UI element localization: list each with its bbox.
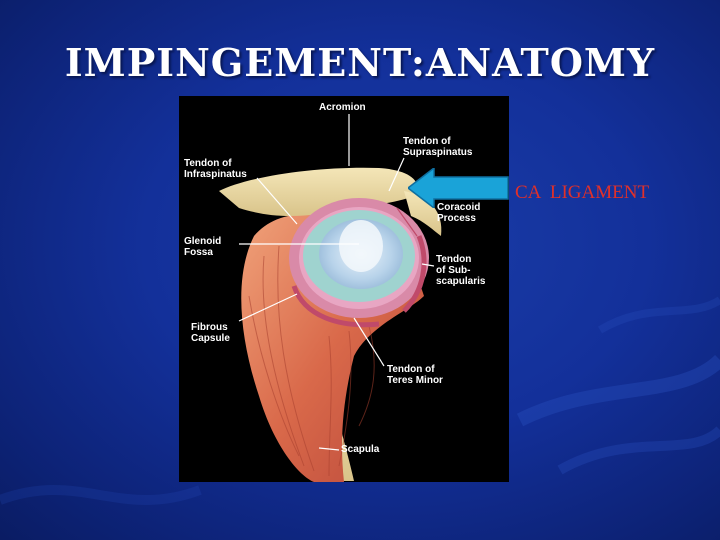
label-coracoid-process: Coracoid Process [437,202,481,224]
label-acromion: Acromion [319,102,366,113]
slide-title: IMPINGEMENT:ANATOMY [64,40,656,85]
label-tendon-of-supraspinatus: Tendon of Supraspinatus [403,136,473,158]
label-tendon-of-teres-minor: Tendon of Teres Minor [387,364,443,386]
label-scapula: Scapula [341,444,380,455]
label-fibrous-capsule: Fibrous Capsule [191,322,230,344]
shoulder-anatomy-figure: Acromion Tendon of Supraspinatus Tendon … [179,96,509,482]
ca-ligament-callout: CA LIGAMENT [515,182,650,203]
label-glenoid-fossa: Glenoid Fossa [184,236,222,258]
label-tendon-of-subscapularis: Tendon of Sub- scapularis [436,254,486,287]
left-arrow-icon [408,168,509,208]
shoulder-illustration [219,114,442,482]
label-tendon-of-infraspinatus: Tendon of Infraspinatus [184,158,247,180]
